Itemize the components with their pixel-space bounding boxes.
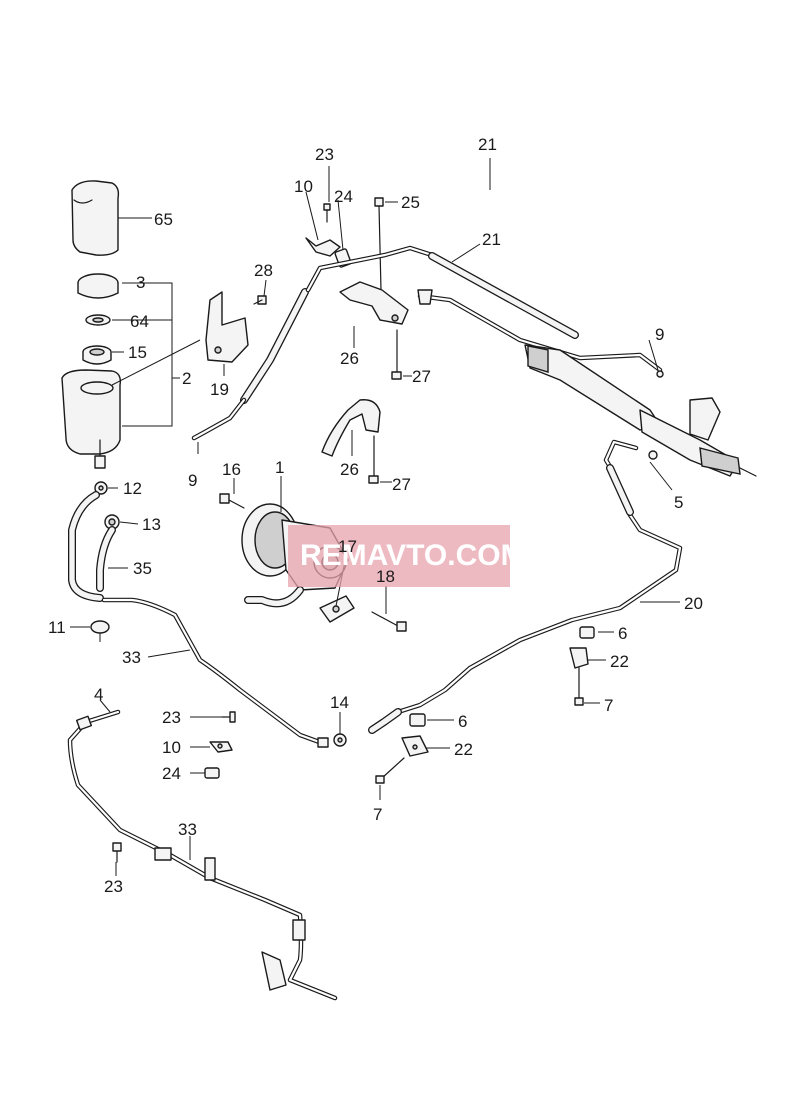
bracket-22-lower: [401, 735, 429, 757]
bracket-10-lower: [209, 741, 233, 753]
bolt-23-upper: [323, 203, 331, 223]
callout-10-upper: 10: [294, 177, 313, 196]
callout-20: 20: [684, 594, 703, 613]
sleeve-24-lower: [204, 767, 220, 779]
bolt-7-upper: [574, 667, 584, 706]
pressure-pipe-20: [368, 439, 683, 734]
callout-16: 16: [222, 460, 241, 479]
callout-65: 65: [154, 210, 173, 229]
bracket-10-upper: [305, 237, 341, 257]
reservoir-tank-2: [61, 369, 122, 469]
seal-64: [85, 314, 111, 326]
o-ring-5: [648, 450, 658, 460]
reservoir-cap-3: [77, 273, 119, 299]
bolt-23-lower: [221, 711, 236, 723]
callout-33-lower: 33: [178, 820, 197, 839]
callout-33-upper: 33: [122, 648, 141, 667]
callout-23-bottom: 23: [104, 877, 123, 896]
bracket-22-upper: [569, 647, 589, 669]
callout-11: 11: [48, 618, 66, 637]
callout-2: 2: [182, 369, 191, 388]
callout-14: 14: [330, 693, 349, 712]
callout-26-lower: 26: [340, 460, 359, 479]
callout-27-upper: 27: [412, 367, 431, 386]
callout-10-lower: 10: [162, 738, 181, 757]
callout-12: 12: [123, 479, 142, 498]
callout-23-upper: 23: [315, 145, 334, 164]
callout-13: 13: [142, 515, 161, 534]
bolt-23-bottom: [112, 842, 122, 863]
bolt-27-upper: [391, 329, 402, 380]
callout-6-lower: 6: [458, 712, 467, 731]
filter-15: [82, 345, 112, 365]
sleeve-6-lower: [409, 713, 426, 727]
callout-22-upper: 22: [610, 652, 629, 671]
return-pipe-33-upper: [101, 597, 329, 748]
bolt-18: [371, 611, 407, 632]
bracket-26-lower: [321, 399, 381, 457]
bolt-25: [374, 197, 384, 291]
reservoir-cover-65: [71, 180, 120, 256]
callout-7-lower: 7: [373, 805, 382, 824]
callout-15: 15: [128, 343, 147, 362]
steering-rack-21: [417, 252, 757, 477]
callout-21-top: 21: [478, 135, 497, 154]
bracket-19: [205, 291, 249, 363]
callout-23-lower: 23: [162, 708, 181, 727]
clamp-11: [90, 620, 110, 642]
hose-35: [68, 491, 116, 602]
bolt-16: [219, 493, 245, 509]
watermark-text: REMAVTO.COM: [300, 539, 526, 572]
callout-9-left: 9: [188, 471, 197, 490]
callout-7-upper: 7: [604, 696, 613, 715]
callout-24-upper: 24: [334, 187, 353, 206]
callout-17: 17: [338, 537, 357, 556]
bolt-27-lower: [368, 435, 379, 484]
callout-4: 4: [94, 685, 103, 704]
callout-26-upper: 26: [340, 349, 359, 368]
callout-21-rack: 21: [482, 230, 501, 249]
bracket-26-upper: [339, 281, 409, 325]
bolt-28: [253, 295, 267, 305]
pipe-4-assembly: [67, 709, 338, 1001]
sleeve-6-upper: [579, 626, 595, 639]
callout-6-upper: 6: [618, 624, 627, 643]
watermark: REMAVTO.COM: [288, 525, 526, 587]
pressure-hose-upper: [191, 245, 435, 441]
clamp-12: [94, 481, 108, 495]
callout-9-right: 9: [655, 325, 664, 344]
callout-1: 1: [275, 458, 284, 477]
callout-25: 25: [401, 193, 420, 212]
callout-64: 64: [130, 312, 149, 331]
callout-18: 18: [376, 567, 395, 586]
callout-24-lower: 24: [162, 764, 181, 783]
bolt-7-lower: [375, 757, 405, 784]
callout-35: 35: [133, 559, 152, 578]
callout-28: 28: [254, 261, 273, 280]
callout-22-lower: 22: [454, 740, 473, 759]
clamp-14: [333, 733, 347, 747]
callout-5: 5: [674, 493, 683, 512]
callout-19: 19: [210, 380, 229, 399]
callout-3: 3: [136, 273, 145, 292]
callout-27-lower: 27: [392, 475, 411, 494]
